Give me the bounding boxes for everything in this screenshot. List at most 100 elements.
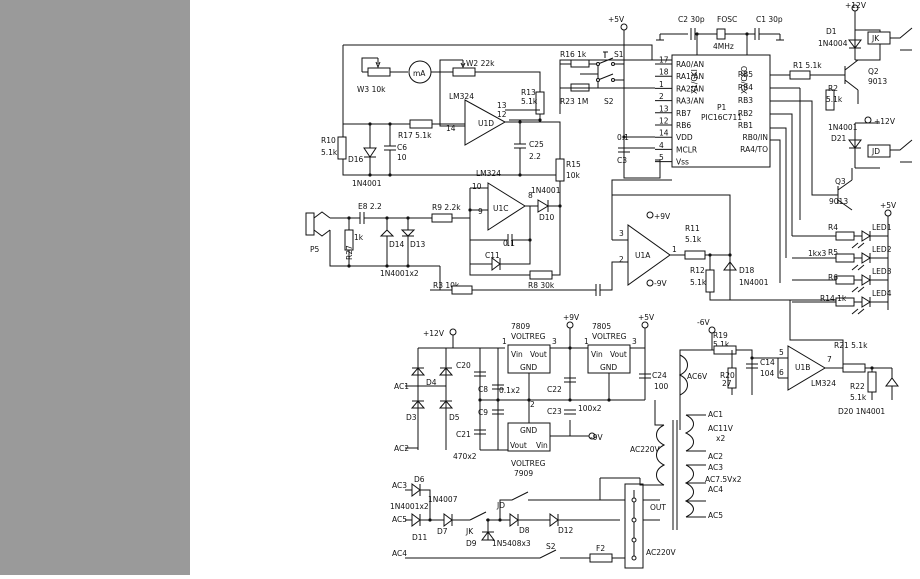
c6-value: 10: [397, 153, 407, 162]
pic-pin-name: RA3/AN: [676, 97, 704, 106]
r2-value: 5.1k: [826, 95, 843, 104]
vreg3-type: VOLTREG: [511, 459, 546, 468]
switch-inputs: R16 1k S1 R23 1M S2: [559, 50, 655, 114]
out-label: OUT: [650, 503, 666, 512]
xfmr-ac2: AC2: [708, 452, 723, 461]
xfmr-ac75: AC7.5Vx2: [705, 475, 742, 484]
led-label: LED1: [872, 223, 892, 232]
d21-part: 1N4001: [828, 123, 858, 132]
pic-pin-name: VDD: [676, 133, 693, 142]
ac2-label: AC2: [394, 444, 409, 453]
u1d-label: U1D: [478, 119, 494, 128]
c22-label: C22: [547, 385, 562, 394]
vreg1-vin: Vin: [511, 350, 523, 359]
d16-part: 1N4001: [352, 179, 382, 188]
led-resistor: [835, 253, 855, 263]
xfmr-ac1: AC1: [708, 410, 723, 419]
psu-12v: +12V: [423, 329, 445, 338]
xfmr-ac5: AC5: [708, 511, 723, 520]
d10-label: D10: [539, 213, 555, 222]
r16-label: R16 1k: [560, 50, 587, 59]
sidebar-panel: [0, 0, 190, 575]
led-rail-5v: +5V: [880, 201, 897, 210]
r1-label: R1 5.1k: [793, 61, 822, 70]
u1b-label: U1B: [795, 363, 810, 372]
transformer: AC220V AC1 AC11V x2 AC2 AC3 AC7.5Vx2 AC4…: [630, 400, 742, 530]
pic-rb1: RB1: [738, 121, 753, 130]
vreg1-gnd: GND: [520, 363, 537, 372]
r11-label: R11: [685, 224, 700, 233]
ac6v-label: AC6V: [687, 372, 708, 381]
oscillator: C2 30p FOSC C1 30p 4MHz: [656, 15, 784, 55]
pic-pin-number: 14: [659, 129, 669, 138]
pic-pin-name: MCLR: [676, 145, 697, 154]
s2-label: S2: [604, 97, 614, 106]
relay-jd-label: JD: [871, 147, 880, 156]
r11-value: 5.1k: [685, 235, 702, 244]
pic-pin-name: RA0/AN: [676, 60, 704, 69]
vreg1-vout: Vout: [530, 350, 547, 359]
r22-value: 5.1k: [850, 393, 867, 402]
input-jack: [305, 212, 315, 236]
d4-label: D4: [426, 378, 437, 387]
vreg2-pin1: 1: [584, 337, 589, 346]
r13-value: 5.1k: [521, 97, 538, 106]
c25-value: 2.2: [529, 152, 541, 161]
output-socket: [624, 483, 644, 569]
d5-label: D5: [449, 413, 460, 422]
r10-label: R10: [321, 136, 336, 145]
led-symbol: [792, 296, 888, 315]
c8-value: 0.1x2: [499, 386, 520, 395]
c8-label: C8: [478, 385, 488, 394]
d16-label: D16: [348, 155, 364, 164]
bottom-ac4: AC4: [392, 549, 407, 558]
c20-label: C20: [456, 361, 471, 370]
vreg3-part: 7909: [514, 469, 533, 478]
u1b-pin6: 6: [779, 368, 784, 377]
d8-label: D8: [519, 526, 530, 535]
q3-part: 9013: [829, 197, 848, 206]
d9-label: D9: [466, 539, 477, 548]
pic-pin-number: 18: [659, 68, 669, 77]
psu-5v: +5V: [638, 313, 655, 322]
pic-pin-name: RA2/AN: [676, 84, 704, 93]
r5-label: R5: [828, 248, 838, 257]
u1c-section: R15 10k LM324 U1C 10 9 8 1N4001 D10 0.1 …: [305, 137, 590, 295]
p5-label: P5: [310, 245, 320, 254]
r22-label: R22: [850, 382, 865, 391]
vreg3-vout: Vout: [510, 441, 527, 450]
in5408-label: 1N5408x3: [492, 539, 531, 548]
pic-pin-number: 4: [659, 141, 664, 150]
psu-minus9v: -9V: [590, 433, 603, 442]
d12-label: D12: [558, 526, 574, 535]
ac1-label: AC1: [394, 382, 409, 391]
vreg-gnd-pin: 2: [530, 400, 535, 409]
f2-label: F2: [596, 544, 605, 553]
c23-label: C23: [547, 407, 562, 416]
pic-pin-name: Vss: [676, 158, 689, 167]
u1c-label: U1C: [493, 204, 509, 213]
u1a-pin3: 3: [619, 229, 624, 238]
c24-label: C24: [652, 371, 667, 380]
xfmr-ac4: AC4: [708, 485, 723, 494]
pic-x2-label: X2/CKO: [740, 66, 749, 94]
q3-rail-12v: +12V: [874, 117, 896, 126]
bottom-ac5: AC5: [392, 515, 407, 524]
led-label: LED4: [872, 289, 892, 298]
vreg2-pin3: 3: [632, 337, 637, 346]
diode-pair-label: 1N4001x2: [380, 269, 419, 278]
r21-label: R21 5.1k: [834, 341, 868, 350]
pic-rb0: RB0/IN: [743, 133, 768, 142]
psu-minus6v: -6V: [697, 318, 710, 327]
r14-label: R14 1k: [820, 294, 847, 303]
bottom-relay-section: AC3 D6 1N4001x2 AC5 D11 1N4007 D7 JK JD …: [390, 475, 677, 569]
led-label: LED3: [872, 267, 892, 276]
d3-label: D3: [406, 413, 417, 422]
r8-label: R8 30k: [528, 281, 555, 290]
rail-5v-top: +5V: [608, 15, 625, 24]
u1a-pin2: 2: [619, 255, 624, 264]
u1d-pin12: 12: [497, 110, 507, 119]
d1-label: D1: [826, 27, 837, 36]
pic-rb4: RB4: [738, 83, 753, 92]
